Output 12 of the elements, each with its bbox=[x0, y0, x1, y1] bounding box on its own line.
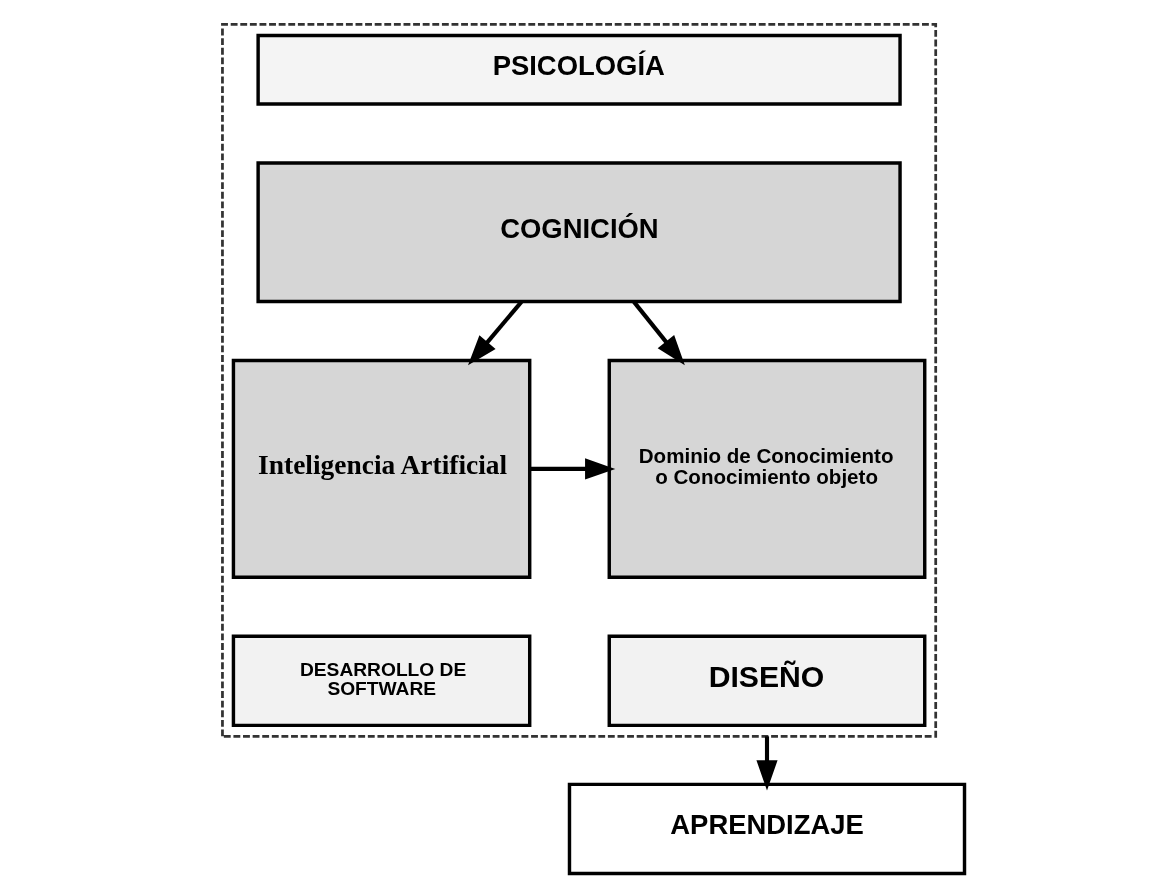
node-box: DISEÑO bbox=[607, 634, 926, 728]
arrow bbox=[755, 736, 778, 791]
cluster bbox=[220, 23, 937, 738]
node-box: APRENDIZAJE bbox=[567, 782, 966, 876]
node-box: PSICOLOGÍA bbox=[255, 33, 902, 106]
node-box: Inteligencia Artificial bbox=[231, 358, 531, 579]
arrow bbox=[631, 300, 685, 366]
arrow bbox=[529, 458, 615, 480]
arrow bbox=[467, 300, 523, 366]
node-box: Dominio de Conocimiento o Conocimiento objeto bbox=[607, 358, 926, 579]
node-box: COGNICIÓN bbox=[255, 161, 902, 304]
node-box: DESARROLLO DE SOFTWARE bbox=[231, 634, 531, 728]
